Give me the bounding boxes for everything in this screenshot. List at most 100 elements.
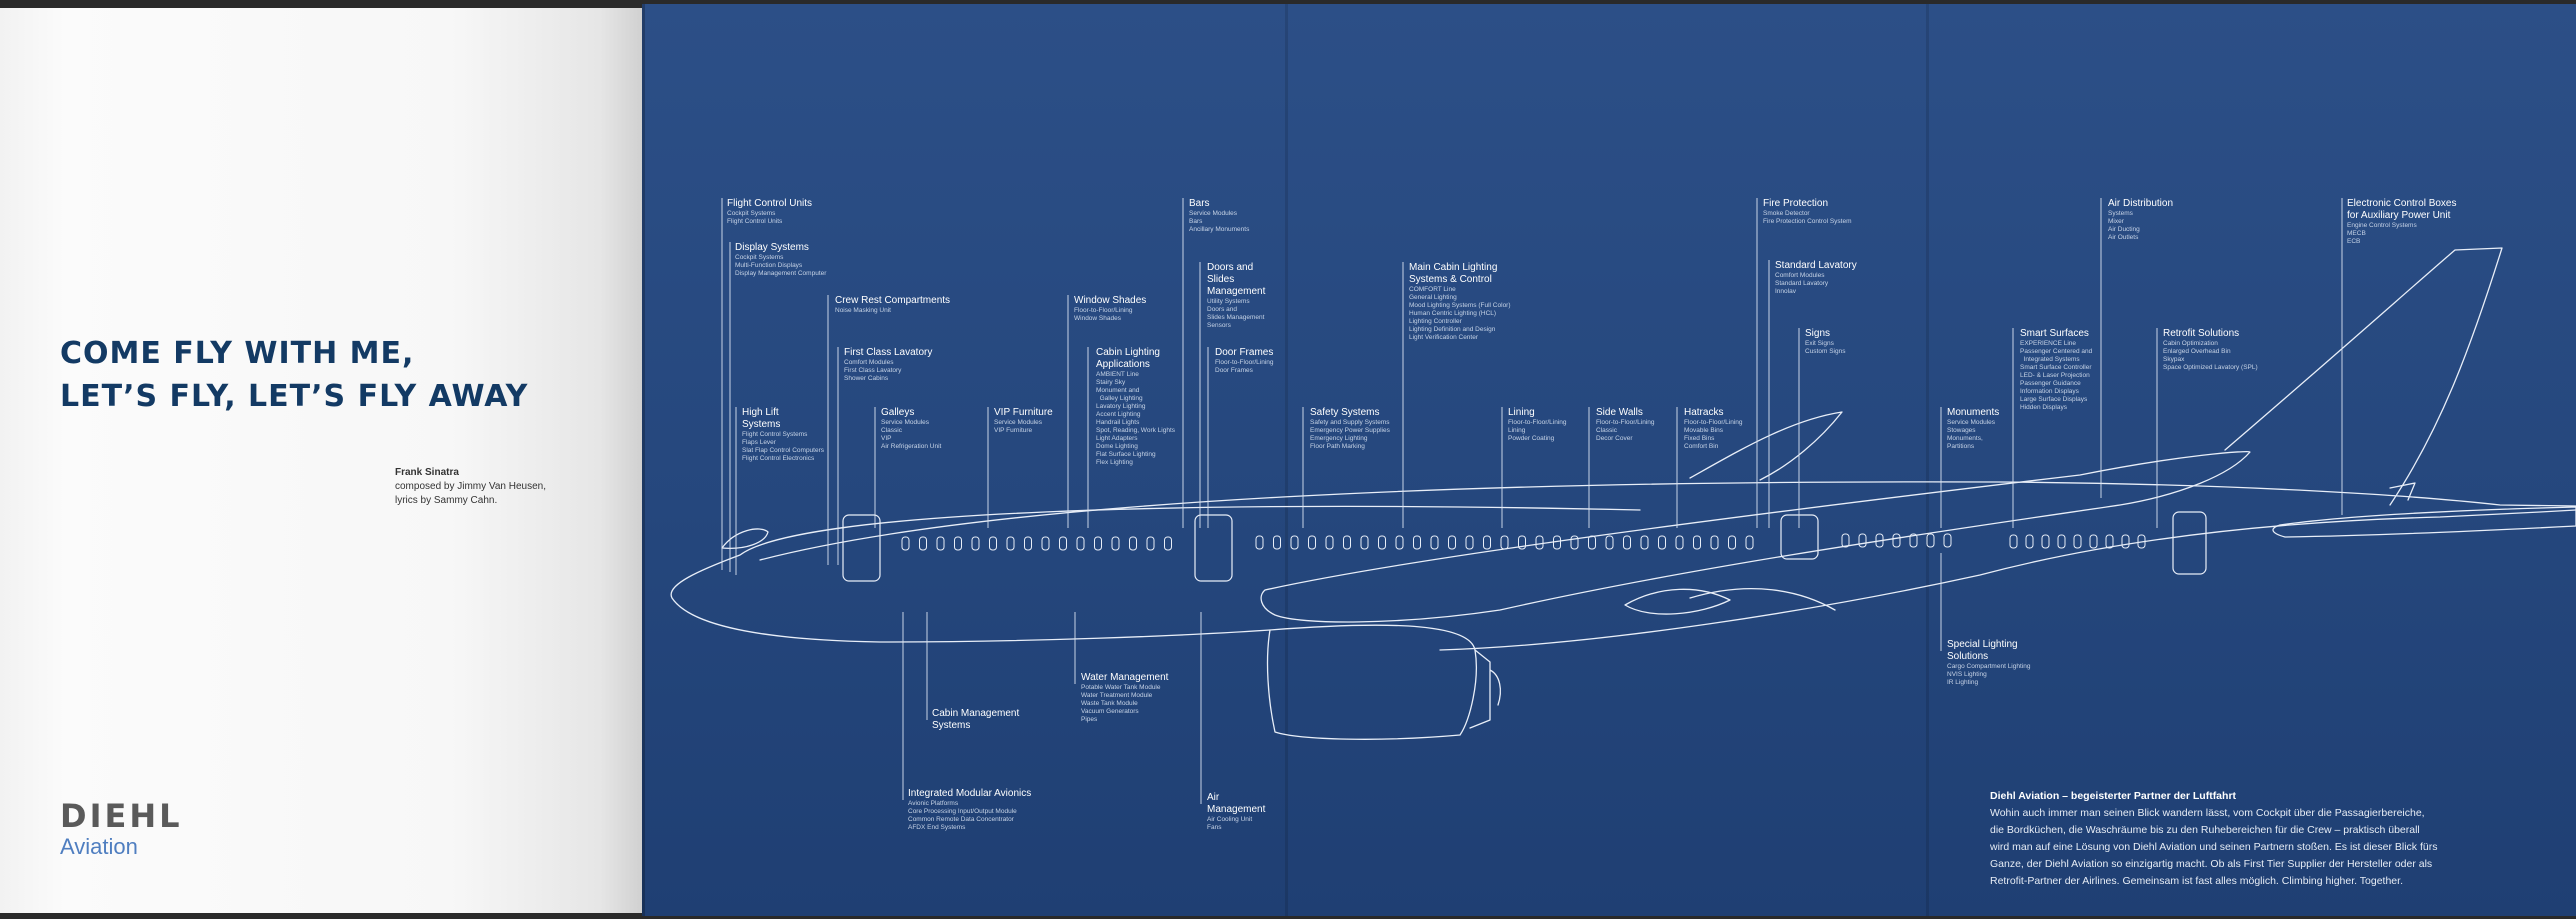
callout-title: Doors and [1207, 262, 1254, 273]
cabin-window [2009, 534, 2018, 549]
about-body: Wohin auch immer man seinen Blick wander… [1990, 807, 2438, 887]
callout-item: Monument and [1096, 387, 1140, 394]
callout-category: Utility Systems [1207, 298, 1250, 305]
callout-category: Service Modules [1189, 210, 1238, 217]
cockpit-window [721, 528, 769, 549]
callout-item: Light Adapters [1096, 435, 1138, 442]
callout-title: Galleys [881, 407, 915, 418]
callout-category: Floor-to-Floor/Lining [1684, 419, 1743, 426]
cabin-window [1745, 535, 1754, 550]
callout-item: Powder Coating [1508, 435, 1555, 442]
left-page [0, 8, 645, 913]
callout-item: Standard Lavatory [1775, 280, 1829, 287]
callout-item: Custom Signs [1805, 348, 1846, 355]
fuselage-crown [759, 481, 2576, 561]
cabin-window [1129, 536, 1137, 551]
callout-item: Vacuum Generators [1081, 708, 1139, 715]
about-title: Diehl Aviation – begeisterter Partner de… [1990, 790, 2237, 802]
cabin-window [1041, 536, 1050, 551]
callout-item: Lining [1508, 427, 1526, 434]
callout-item: Dome Lighting [1096, 443, 1138, 450]
callout-item: Human Centric Lighting (HCL) [1409, 310, 1497, 317]
callout-title: Safety Systems [1310, 407, 1380, 418]
cabin-window [1892, 533, 1901, 548]
cabin-window [1164, 536, 1172, 551]
callout-title: Systems [742, 419, 781, 430]
callout-category: Cabin Optimization [2163, 340, 2218, 347]
callout-item: Emergency Lighting [1310, 435, 1368, 442]
callout-item: IR Lighting [1947, 679, 1979, 686]
callout-category: Service Modules [1947, 419, 1996, 426]
callout-title: Systems & Control [1409, 274, 1492, 285]
cabin-window [1841, 533, 1850, 548]
cabin-window [2025, 534, 2034, 549]
cabin-window [1728, 535, 1736, 550]
cabin-window [1875, 533, 1884, 548]
callout-title: Signs [1805, 328, 1831, 339]
callout-title: Management [1207, 286, 1266, 297]
callout-item: VIP Furniture [994, 427, 1033, 434]
callout-item: Enlarged Overhead Bin [2163, 348, 2231, 355]
callout-category: Floor-to-Floor/Lining [1596, 419, 1655, 426]
cabin-window [1500, 535, 1509, 550]
callout-item: Spot, Reading, Work Lights [1096, 427, 1176, 434]
callout-item: Handrail Lights [1096, 419, 1140, 426]
callout-category: Cockpit Systems [727, 210, 776, 217]
callout-title: Cabin Lighting [1096, 347, 1160, 358]
cabin-window [1430, 535, 1439, 550]
callout-item: Fans [1207, 824, 1222, 831]
cabin-doors [842, 511, 2207, 582]
flap-track [1624, 588, 1731, 615]
callout-item: NVIS Lighting [1947, 671, 1987, 678]
callout-title: Main Cabin Lighting [1409, 262, 1498, 273]
rear-strut [2389, 482, 2416, 501]
song-credit-line: lyrics by Sammy Cahn. [395, 495, 498, 506]
callout-item: Light Verification Center [1409, 334, 1479, 341]
callout-title: Fire Protection [1763, 198, 1829, 209]
callout-item: Door Frames [1215, 367, 1253, 374]
cabin-window [1111, 536, 1120, 551]
callout-title: Side Walls [1596, 407, 1643, 418]
cabin-window [1926, 533, 1935, 548]
callout-item: Slides Management [1207, 314, 1265, 321]
callout-item: Comfort Bin [1684, 443, 1719, 450]
callout-item: Pipes [1081, 716, 1098, 723]
fuselage-outline [670, 505, 2576, 651]
callout-category: EXPERIENCE Line [2020, 340, 2076, 347]
callout-item: Window Shades [1074, 315, 1121, 322]
callout-title: Crew Rest Compartments [835, 295, 951, 306]
headline-line: LET’S FLY, LET’S FLY AWAY [60, 379, 529, 414]
callout-item: Ancillary Monuments [1189, 226, 1250, 233]
cabin-window [1605, 535, 1614, 550]
callout-item: Passenger Guidance [2020, 380, 2081, 387]
callout-item: Galley Lighting [1096, 395, 1143, 402]
cabin-window [971, 536, 980, 551]
callout-item: Decor Cover [1596, 435, 1633, 442]
callout-category: Flight Control Systems [742, 431, 808, 438]
cabin-windows [901, 533, 2146, 551]
callout-category: AMBIENT Line [1096, 371, 1139, 378]
headline-line: COME FLY WITH ME, [60, 336, 415, 371]
callout-item: Sensors [1207, 322, 1231, 329]
callout-item: Lavatory Lighting [1096, 403, 1146, 410]
engine-nacelle [1266, 624, 1477, 740]
callout-item: Passenger Centered and [2020, 348, 2093, 355]
cabin-window [1909, 533, 1918, 548]
song-credit: Frank Sinatra composed by Jimmy Van Heus… [395, 466, 546, 508]
diehl-aviation-logo: DIEHL Aviation [60, 800, 183, 860]
cabin-window [2089, 534, 2098, 549]
callout-item: Doors and [1207, 306, 1237, 313]
